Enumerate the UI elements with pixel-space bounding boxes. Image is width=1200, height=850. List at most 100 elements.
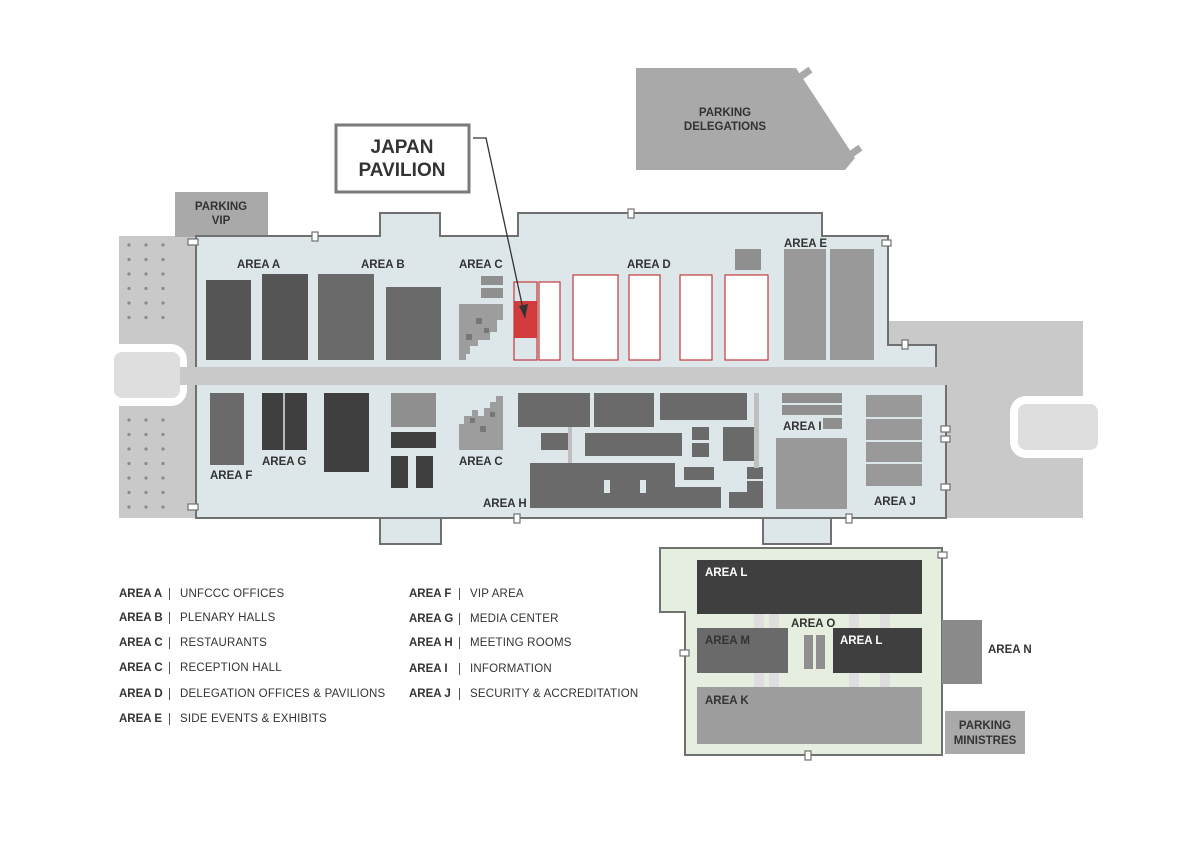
media-block	[391, 456, 408, 488]
parking-dot	[127, 505, 131, 509]
parking-ministres-label-2: MINISTRES	[954, 735, 1017, 747]
parking-dot	[161, 447, 165, 451]
parking-dot	[127, 461, 131, 466]
area-i-block	[782, 405, 842, 415]
area-m-block	[697, 628, 788, 673]
pavilion-outline	[679, 274, 713, 361]
parking-dots	[127, 243, 165, 509]
parking-delegations-tab-2	[842, 144, 863, 163]
parking-dot	[144, 315, 148, 320]
media-block	[416, 456, 433, 488]
door-markers	[187, 208, 951, 524]
area-n-label: AREA N	[988, 644, 1032, 656]
area-o-block	[804, 635, 813, 669]
parking-ministres-label-1: PARKING	[959, 720, 1011, 732]
parking-dot	[144, 301, 148, 305]
parking-dot	[127, 476, 131, 480]
area-i-big-block	[776, 438, 847, 509]
parking-dot	[144, 286, 148, 291]
area-f-label: AREA F	[210, 470, 252, 482]
central-corridor	[180, 367, 947, 385]
area-o-block	[816, 635, 825, 669]
area-h-light-strip	[754, 393, 759, 468]
area-h-light-strip	[640, 480, 646, 493]
area-c-detail	[490, 412, 495, 417]
area-m-label: AREA M	[705, 635, 750, 647]
parking-dot	[127, 257, 131, 262]
parking-dot	[144, 418, 148, 422]
parking-dot	[161, 243, 165, 247]
parking-ministres	[945, 711, 1025, 754]
area-h-light-strip	[568, 427, 572, 463]
parking-dot	[161, 461, 165, 466]
area-c-detail	[480, 426, 486, 432]
parking-dot	[144, 272, 148, 276]
japan-pavilion[interactable]	[514, 301, 537, 338]
parking-dot	[161, 315, 165, 320]
east-road-loop-inner	[1018, 404, 1098, 450]
parking-dot	[144, 490, 148, 495]
media-block	[391, 393, 436, 427]
parking-dot	[127, 243, 131, 247]
parking-vip-label-1: PARKING	[195, 201, 247, 213]
parking-dot	[161, 418, 165, 422]
area-o-label: AREA O	[791, 618, 835, 630]
area-i-small-block	[823, 418, 842, 429]
area-e-block	[830, 249, 874, 360]
area-b-block	[386, 287, 441, 360]
area-h-meeting-rooms	[518, 393, 763, 508]
area-l-right-block	[833, 628, 922, 673]
area-i-block	[782, 393, 842, 403]
media-block	[391, 432, 436, 448]
callout-line-1: JAPAN	[371, 137, 434, 158]
area-l-top-block	[697, 560, 922, 614]
area-k-block	[697, 687, 922, 744]
parking-dot	[144, 257, 148, 262]
area-d-small-block	[735, 249, 761, 270]
south-entrance-east	[762, 517, 832, 545]
parking-dot	[161, 476, 165, 480]
japan-pavilion-callout	[334, 123, 471, 194]
parking-dot	[144, 505, 148, 509]
area-h-light-strip	[604, 480, 610, 493]
parking-dot	[161, 272, 165, 276]
area-c-reception-hall	[459, 396, 503, 450]
area-c-small-block	[481, 276, 503, 285]
parking-dot	[144, 447, 148, 451]
parking-dot	[127, 447, 131, 451]
area-a-block	[206, 280, 251, 360]
area-c-detail	[476, 318, 482, 324]
parking-dot	[127, 301, 131, 305]
parking-dot	[127, 490, 131, 495]
area-c-detail	[484, 328, 489, 333]
parking-dot	[161, 301, 165, 305]
area-c-top-label: AREA C	[459, 259, 503, 271]
parking-dot	[161, 432, 165, 437]
parking-dot	[161, 490, 165, 495]
area-c-bottom-label: AREA C	[459, 456, 503, 468]
area-g-block	[324, 393, 369, 472]
annex-door-markers	[679, 551, 948, 761]
parking-dot	[127, 272, 131, 276]
parking-delegations-label-2: DELEGATIONS	[684, 121, 767, 133]
area-k-label: AREA K	[705, 695, 749, 707]
area-g-label: AREA G	[262, 456, 306, 468]
parking-dot	[144, 243, 148, 247]
pavilion-outline	[513, 281, 538, 361]
parking-dot	[161, 257, 165, 262]
parking-dot	[144, 461, 148, 466]
parking-dot	[144, 476, 148, 480]
pavilion-outline	[724, 274, 769, 361]
area-d-label: AREA D	[627, 259, 671, 271]
callout-line-2: PAVILION	[359, 160, 446, 181]
area-n-block	[942, 620, 982, 684]
parking-dot	[127, 315, 131, 320]
parking-dot	[161, 505, 165, 509]
south-entrance-west	[379, 517, 442, 545]
pavilion-outline	[538, 281, 561, 361]
parking-dot	[144, 432, 148, 437]
pavilion-outline	[628, 274, 661, 361]
area-f-block	[210, 393, 244, 465]
area-c-detail	[466, 334, 472, 340]
